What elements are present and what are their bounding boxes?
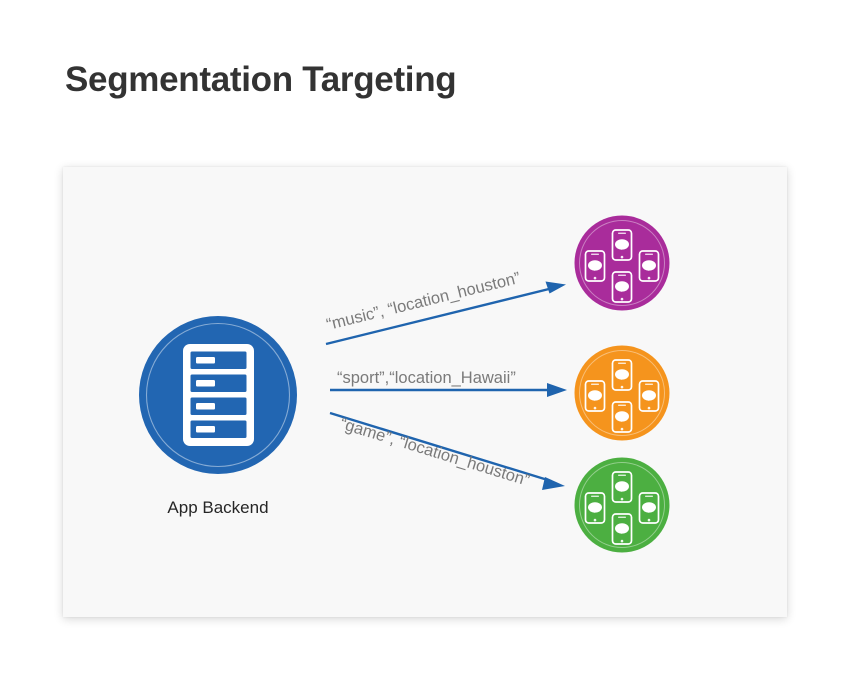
cluster-inner-ring (579, 462, 665, 548)
arrow-line (325, 286, 554, 346)
cluster-inner-ring (579, 350, 665, 436)
arrow-head (547, 383, 567, 397)
arrow-head (542, 477, 565, 490)
green-cluster[interactable] (574, 457, 670, 553)
arrow-line (329, 411, 552, 483)
page-title: Segmentation Targeting (65, 60, 457, 99)
app-backend-label: App Backend (167, 498, 268, 517)
arrow-head (545, 281, 566, 294)
cluster-circle (574, 215, 670, 311)
app-backend-node[interactable]: App Backend (139, 316, 297, 517)
cluster-circle (574, 457, 670, 553)
arrow-label-sport-hawaii: “sport”,“location_Hawaii” (337, 369, 516, 387)
server-icon-inner-ring (145, 322, 291, 468)
server-icon (183, 344, 254, 446)
arrow-sport-hawaii[interactable]: “sport”,“location_Hawaii” (330, 369, 567, 397)
purple-cluster[interactable] (574, 215, 670, 311)
cluster-inner-ring (579, 220, 665, 306)
orange-cluster[interactable] (574, 345, 670, 441)
cluster-circle (574, 345, 670, 441)
